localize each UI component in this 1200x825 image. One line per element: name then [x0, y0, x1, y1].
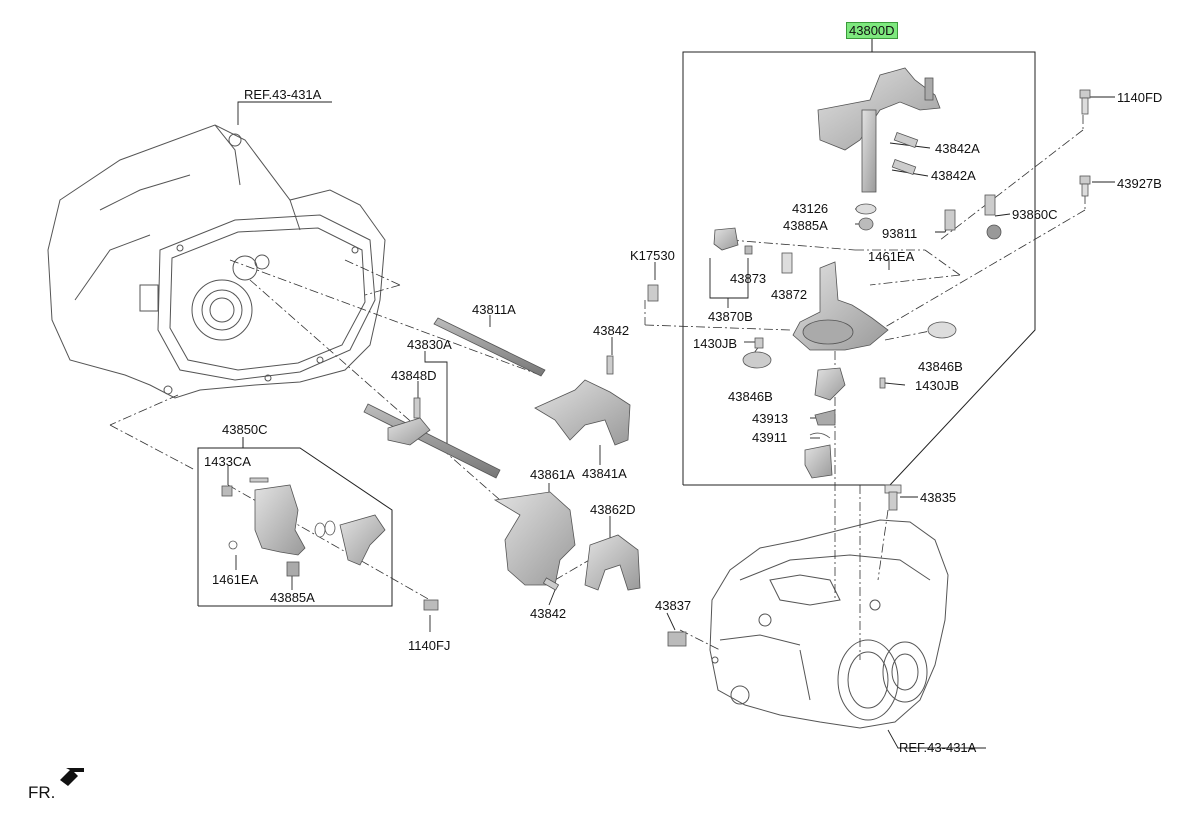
part-label-43872[interactable]: 43872: [771, 287, 808, 302]
part-label-43885A-top[interactable]: 43885A: [783, 218, 828, 233]
part-label-1140FJ[interactable]: 1140FJ: [408, 638, 451, 653]
part-label-93811[interactable]: 93811: [882, 226, 918, 241]
part-label-1430JB-right[interactable]: 1430JB: [915, 378, 960, 393]
part-label-93860C[interactable]: 93860C: [1012, 207, 1058, 222]
ref-label-bottom[interactable]: REF.43-431A: [899, 740, 977, 755]
part-label-1430JB-left[interactable]: 1430JB: [693, 336, 738, 351]
part-label-43873[interactable]: 43873: [730, 271, 767, 286]
part-label-1461EA-top[interactable]: 1461EA: [868, 249, 915, 264]
part-label-43830A[interactable]: 43830A: [407, 337, 452, 352]
part-label-43842A-2[interactable]: 43842A: [931, 168, 976, 183]
part-label-43846B-right[interactable]: 43846B: [918, 359, 963, 374]
part-label-43911[interactable]: 43911: [752, 430, 788, 445]
part-label-1433CA[interactable]: 1433CA: [204, 454, 251, 469]
part-label-1140FD[interactable]: 1140FD: [1117, 90, 1163, 105]
part-label-43800D[interactable]: 43800D: [846, 22, 898, 39]
front-direction-arrow-icon: [60, 768, 84, 786]
ref-label-top[interactable]: REF.43-431A: [244, 87, 322, 102]
clutch-housing-case: [47, 124, 386, 399]
part-label-43870B[interactable]: 43870B: [708, 309, 753, 324]
part-label-43842-top[interactable]: 43842: [593, 323, 630, 338]
part-label-43846B-left[interactable]: 43846B: [728, 389, 773, 404]
front-direction-label: FR.: [28, 783, 56, 802]
part-label-43811A[interactable]: 43811A: [472, 302, 516, 317]
part-label-43837[interactable]: 43837: [655, 598, 692, 613]
part-label-43927B[interactable]: 43927B: [1117, 176, 1162, 191]
transmission-case: [709, 519, 949, 729]
leader-lines: [227, 96, 1115, 749]
shift-lever-parts: [221, 477, 439, 611]
control-lever-parts: [647, 67, 1091, 647]
part-label-1461EA-left[interactable]: 1461EA: [212, 572, 259, 587]
part-label-43862D[interactable]: 43862D: [590, 502, 636, 517]
part-label-43913[interactable]: 43913: [752, 411, 789, 426]
shift-rails-and-forks: [363, 317, 641, 591]
part-label-43835[interactable]: 43835: [920, 490, 957, 505]
part-label-43842-bottom[interactable]: 43842: [530, 606, 567, 621]
part-label-43841A[interactable]: 43841A: [582, 466, 627, 481]
part-label-43842A-1[interactable]: 43842A: [935, 141, 980, 156]
shift-lever-box: [197, 437, 393, 607]
part-label-43885A-left[interactable]: 43885A: [270, 590, 315, 605]
part-label-43861A[interactable]: 43861A: [530, 467, 575, 482]
part-label-43848D[interactable]: 43848D: [391, 368, 437, 383]
part-label-43126[interactable]: 43126: [792, 201, 829, 216]
part-label-43850C[interactable]: 43850C: [222, 422, 268, 437]
part-label-K17530[interactable]: K17530: [630, 248, 675, 263]
